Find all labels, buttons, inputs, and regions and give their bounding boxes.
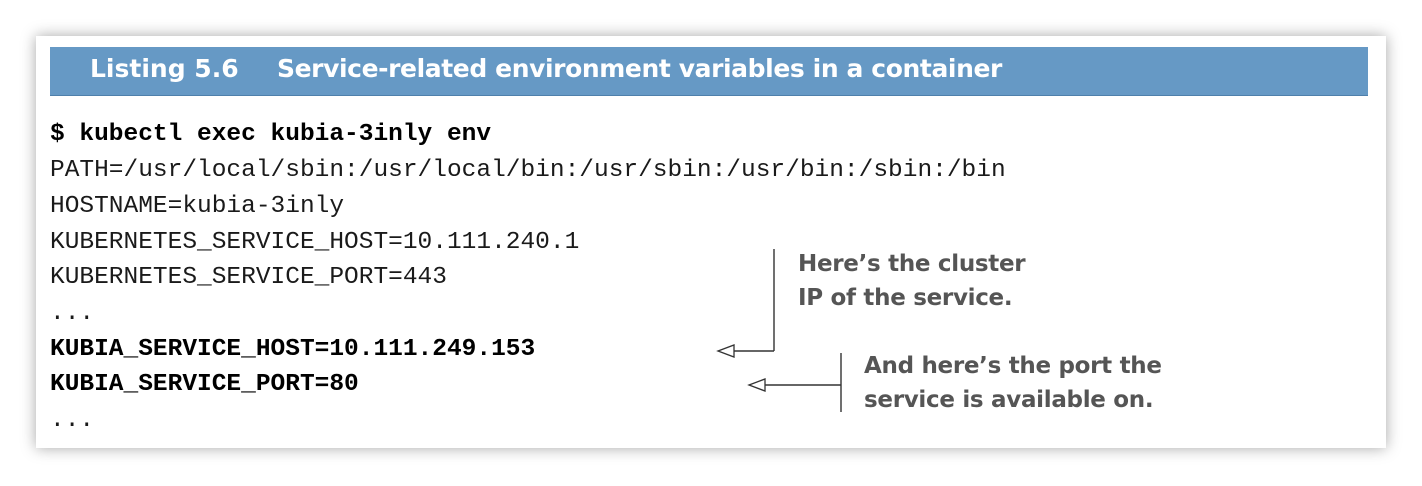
cluster-ip-annotation: Here’s the cluster IP of the service. <box>798 247 1026 315</box>
cluster-ip-callout-arrow <box>716 249 775 358</box>
cluster-ip-annotation-line-2: IP of the service. <box>798 285 1013 311</box>
code-line-ellipsis-1: ... <box>50 300 95 327</box>
code-line-hostname: HOSTNAME=kubia-3inly <box>50 193 345 220</box>
port-callout-arrow <box>747 353 842 412</box>
listing-number: Listing 5.6 <box>90 54 239 83</box>
port-annotation: And here’s the port the service is avail… <box>864 349 1162 417</box>
code-line-ellipsis-2: ... <box>50 407 95 434</box>
code-line-k8s-host: KUBERNETES_SERVICE_HOST=10.111.240.1 <box>50 229 580 256</box>
code-line-k8s-port: KUBERNETES_SERVICE_PORT=443 <box>50 264 447 291</box>
code-line-kubia-host: KUBIA_SERVICE_HOST=10.111.249.153 <box>50 336 536 363</box>
code-line-kubia-port: KUBIA_SERVICE_PORT=80 <box>50 371 359 398</box>
listing-title: Service-related environment variables in… <box>277 54 1002 83</box>
cluster-ip-annotation-line-1: Here’s the cluster <box>798 251 1026 277</box>
code-line-path: PATH=/usr/local/sbin:/usr/local/bin:/usr… <box>50 157 1006 184</box>
listing-card <box>36 36 1386 448</box>
code-line-command: $ kubectl exec kubia-3inly env <box>50 121 492 148</box>
listing-header: Listing 5.6 Service-related environment … <box>50 47 1368 96</box>
port-annotation-line-2: service is available on. <box>864 387 1154 413</box>
port-annotation-line-1: And here’s the port the <box>864 353 1162 379</box>
